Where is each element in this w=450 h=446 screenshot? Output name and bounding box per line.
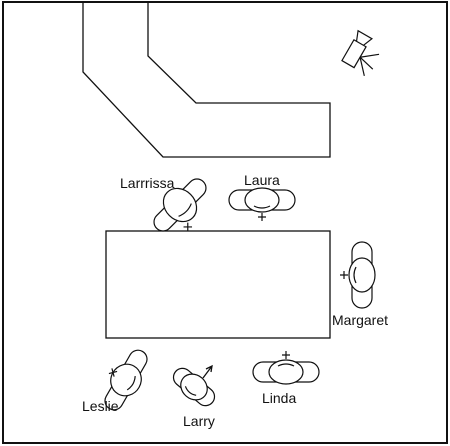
table-rectangle — [106, 231, 330, 338]
person-label: Laura — [244, 172, 280, 188]
person-figure-margaret — [340, 242, 375, 308]
person-label: Linda — [262, 390, 296, 406]
room-border — [3, 2, 447, 443]
person-figure-laura — [229, 188, 295, 221]
person-label: Margaret — [332, 312, 388, 328]
person-figure-linda — [253, 351, 319, 384]
video-camera-icon — [340, 31, 386, 78]
person-label: Larrrissa — [120, 175, 175, 191]
l-shaped-counter — [83, 2, 330, 157]
person-label: Leslie — [82, 398, 119, 414]
person-figure-larry — [168, 362, 220, 411]
person-label: Larry — [183, 413, 215, 429]
direction-arrow-icon — [203, 366, 212, 378]
